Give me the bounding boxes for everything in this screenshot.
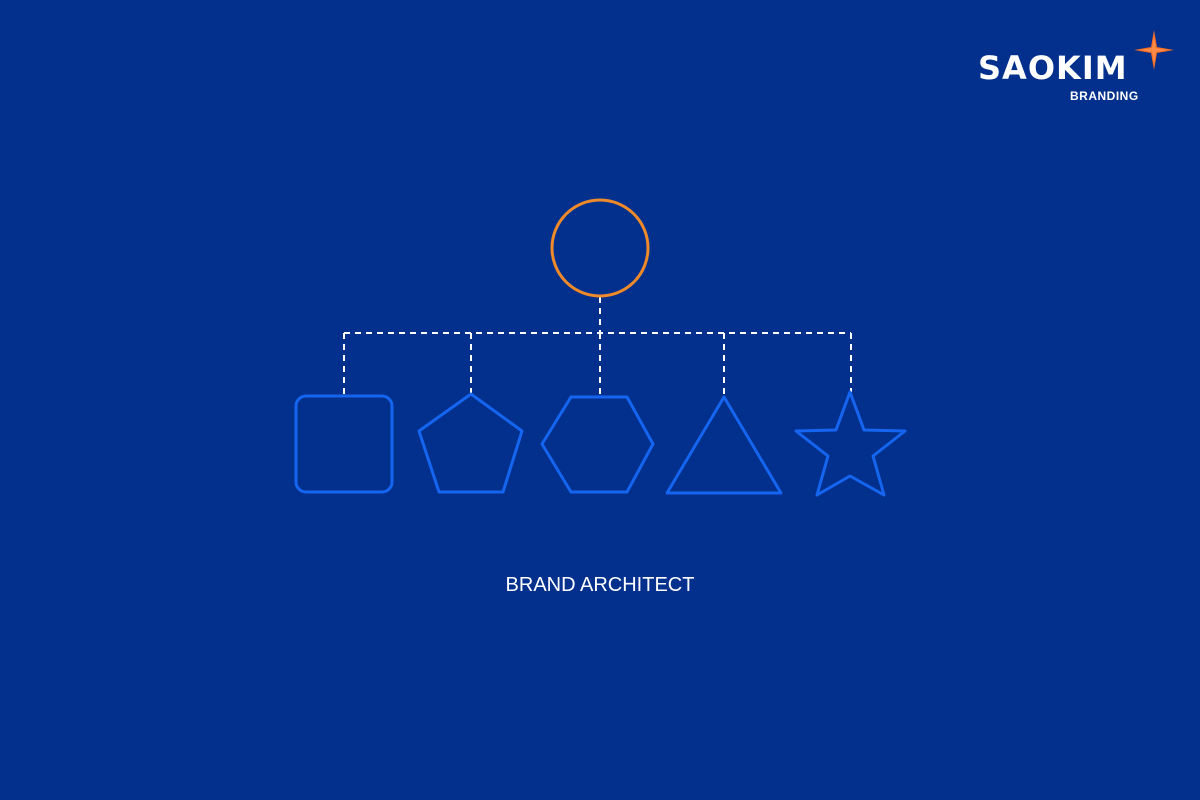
saokim-logo: SAOKIM BRANDING <box>976 28 1176 108</box>
diagram-caption: BRAND ARCHITECT <box>505 574 695 596</box>
root-circle-node <box>550 198 650 298</box>
hexagon-node <box>540 395 655 494</box>
logo-tagline: BRANDING <box>1070 89 1139 103</box>
logo-name: SAOKIM <box>978 49 1128 87</box>
connector-lines <box>343 297 852 396</box>
sparkle-star-icon <box>1134 30 1174 70</box>
star-node <box>794 390 907 497</box>
triangle-node <box>665 395 783 495</box>
pentagon-node <box>417 392 524 494</box>
rounded-square-node <box>294 394 394 494</box>
child-nodes <box>294 390 907 497</box>
